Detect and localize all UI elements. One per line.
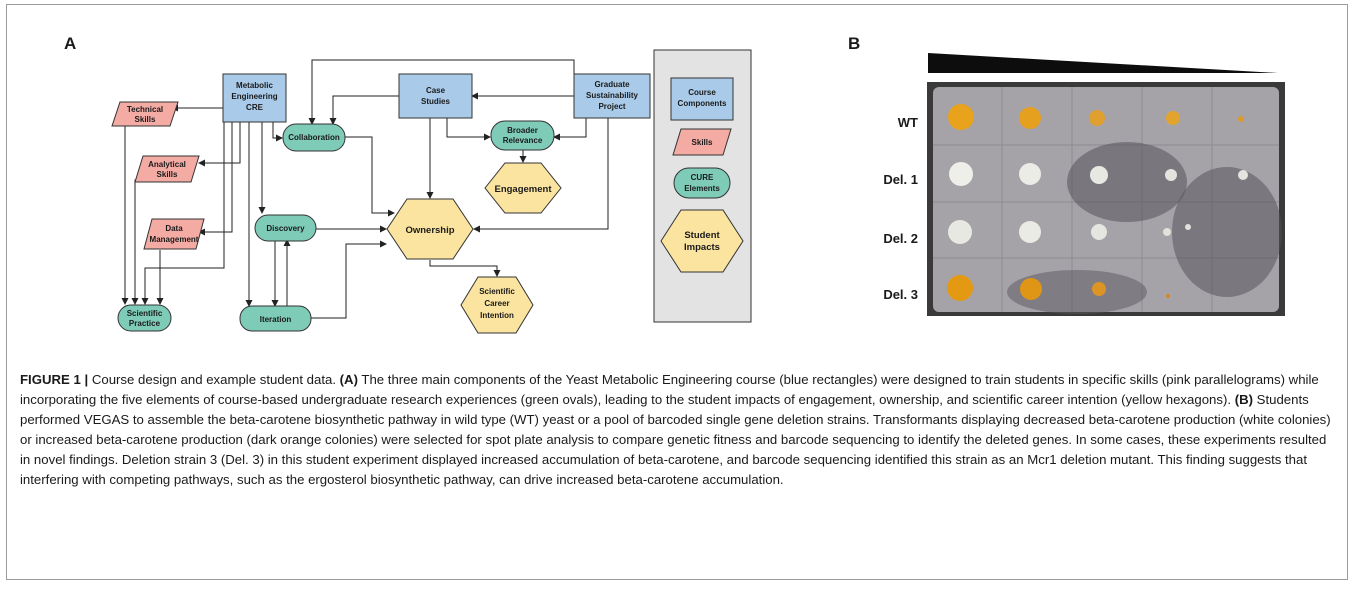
node-engagement: Engagement: [484, 162, 562, 214]
edge-iteration-ownership: [311, 240, 387, 319]
node-data-management: Data Management: [143, 218, 205, 250]
svg-text:Case: Case: [426, 86, 446, 95]
panel-label-a: A: [64, 34, 77, 53]
strain-label-del3: Del. 3: [883, 287, 918, 302]
svg-text:Broader: Broader: [507, 126, 538, 135]
caption-figure-label: FIGURE 1 |: [20, 372, 89, 387]
edge-grad-relevance: [553, 118, 587, 141]
node-analytical-skills: Analytical Skills: [134, 155, 200, 183]
node-case-studies: Case Studies: [398, 73, 473, 119]
colony-wt-2: [1019, 107, 1041, 129]
node-technical-skills: Technical Skills: [111, 101, 179, 127]
edge-case-collaboration: [329, 95, 399, 125]
caption-intro: Course design and example student data.: [88, 372, 340, 387]
colony-del1-3: [1090, 166, 1108, 184]
colony-del2-2: [1019, 221, 1041, 243]
colony-wt-3: [1089, 110, 1105, 126]
edge-grad-collaboration: [308, 59, 575, 125]
svg-text:Student: Student: [684, 230, 720, 241]
colony-del1-1: [949, 162, 973, 186]
svg-text:Skills: Skills: [692, 138, 713, 147]
colony-del2-1: [948, 220, 972, 244]
svg-text:Engineering: Engineering: [231, 92, 277, 101]
colony-del2-3: [1091, 224, 1107, 240]
svg-text:Elements: Elements: [684, 184, 720, 193]
caption-a-label: (A): [339, 372, 358, 387]
svg-text:Data: Data: [165, 224, 183, 233]
svg-text:Project: Project: [598, 102, 625, 111]
caption-b-text: Students performed VEGAS to assemble the…: [20, 392, 1331, 487]
edge-case-relevance: [446, 118, 491, 141]
svg-text:Components: Components: [678, 99, 727, 108]
svg-text:Engagement: Engagement: [494, 184, 552, 195]
colony-del2-4: [1163, 228, 1171, 236]
svg-text:Course: Course: [688, 88, 716, 97]
caption-b-label: (B): [1234, 392, 1253, 407]
edge-ownership-career: [429, 260, 501, 277]
colony-wt-1: [948, 104, 974, 130]
svg-text:Impacts: Impacts: [684, 242, 720, 253]
svg-text:CURE: CURE: [691, 173, 714, 182]
svg-text:Relevance: Relevance: [503, 136, 543, 145]
svg-text:Practice: Practice: [129, 319, 161, 328]
strain-label-del2: Del. 2: [883, 231, 918, 246]
svg-text:Metabolic: Metabolic: [236, 81, 273, 90]
svg-text:Sustainability: Sustainability: [586, 91, 639, 100]
svg-text:Ownership: Ownership: [405, 225, 454, 236]
svg-text:Discovery: Discovery: [266, 224, 305, 233]
colony-del1-2: [1019, 163, 1041, 185]
svg-text:Technical: Technical: [127, 105, 163, 114]
svg-text:Studies: Studies: [421, 97, 450, 106]
strain-label-del1: Del. 1: [883, 172, 918, 187]
node-iteration: Iteration: [239, 305, 312, 332]
caption-a-text: The three main components of the Yeast M…: [20, 372, 1319, 407]
panel-label-b: B: [848, 34, 861, 53]
colony-del2-5: [1185, 224, 1191, 230]
node-graduate-sustainability-project: Graduate Sustainability Project: [573, 73, 651, 119]
edge-cre-analytical: [198, 122, 241, 167]
node-scientific-career-intention: Scientific Career Intention: [460, 276, 534, 334]
figure-caption: FIGURE 1 | Course design and example stu…: [20, 370, 1338, 490]
svg-text:CRE: CRE: [246, 103, 264, 112]
svg-text:Intention: Intention: [480, 311, 514, 320]
colony-wt-5: [1238, 116, 1244, 122]
strain-label-wt: WT: [897, 115, 918, 130]
node-scientific-practice: Scientific Practice: [117, 304, 172, 332]
dilution-wedge: [928, 53, 1278, 73]
svg-text:Analytical: Analytical: [148, 160, 186, 169]
edge-cre-data: [198, 122, 233, 236]
colony-wt-4: [1166, 111, 1180, 125]
svg-text:Management: Management: [150, 235, 199, 244]
legend-student-impacts: Student Impacts: [660, 209, 744, 273]
node-metabolic-engineering-cre: Metabolic Engineering CRE: [222, 73, 287, 123]
colony-del3-2: [1020, 278, 1042, 300]
colony-del1-4: [1165, 169, 1177, 181]
figure-frame: [6, 4, 1348, 580]
node-discovery: Discovery: [254, 214, 317, 242]
node-collaboration: Collaboration: [282, 123, 346, 152]
colony-del3-3: [1092, 282, 1106, 296]
edge-grad-ownership: [473, 118, 609, 233]
colony-del1-5: [1238, 170, 1248, 180]
svg-text:Iteration: Iteration: [260, 315, 292, 324]
colony-del3-1: [947, 275, 973, 301]
svg-text:Graduate: Graduate: [594, 80, 630, 89]
edge-cre-practice: [141, 122, 225, 305]
svg-text:Scientific: Scientific: [479, 287, 515, 296]
svg-text:Collaboration: Collaboration: [288, 133, 340, 142]
edge-collaboration-ownership: [345, 136, 395, 217]
legend-skills: Skills: [672, 128, 732, 156]
node-ownership: Ownership: [386, 198, 474, 260]
node-broader-relevance: Broader Relevance: [490, 120, 555, 151]
legend-course-components: Course Components: [670, 77, 734, 121]
legend-cure-elements: CURE Elements: [673, 167, 731, 199]
edge-cre-collaboration: [272, 122, 283, 142]
colony-del3-4: [1166, 294, 1170, 298]
spot-plate-image: [927, 82, 1285, 316]
svg-text:Skills: Skills: [135, 115, 156, 124]
svg-text:Scientific: Scientific: [127, 309, 163, 318]
svg-text:Career: Career: [484, 299, 509, 308]
svg-text:Skills: Skills: [157, 170, 178, 179]
